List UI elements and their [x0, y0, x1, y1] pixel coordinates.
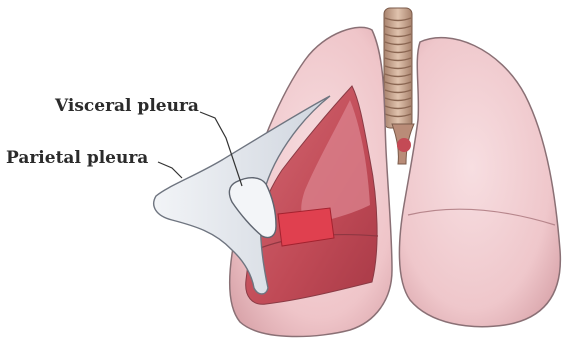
- parietal-pleura-label: Parietal pleura: [6, 150, 148, 167]
- parietal-pleura-leader: [158, 162, 182, 178]
- left-lung: [399, 38, 560, 327]
- visceral-pleura-label: Visceral pleura: [55, 98, 199, 115]
- trachea: [384, 8, 414, 164]
